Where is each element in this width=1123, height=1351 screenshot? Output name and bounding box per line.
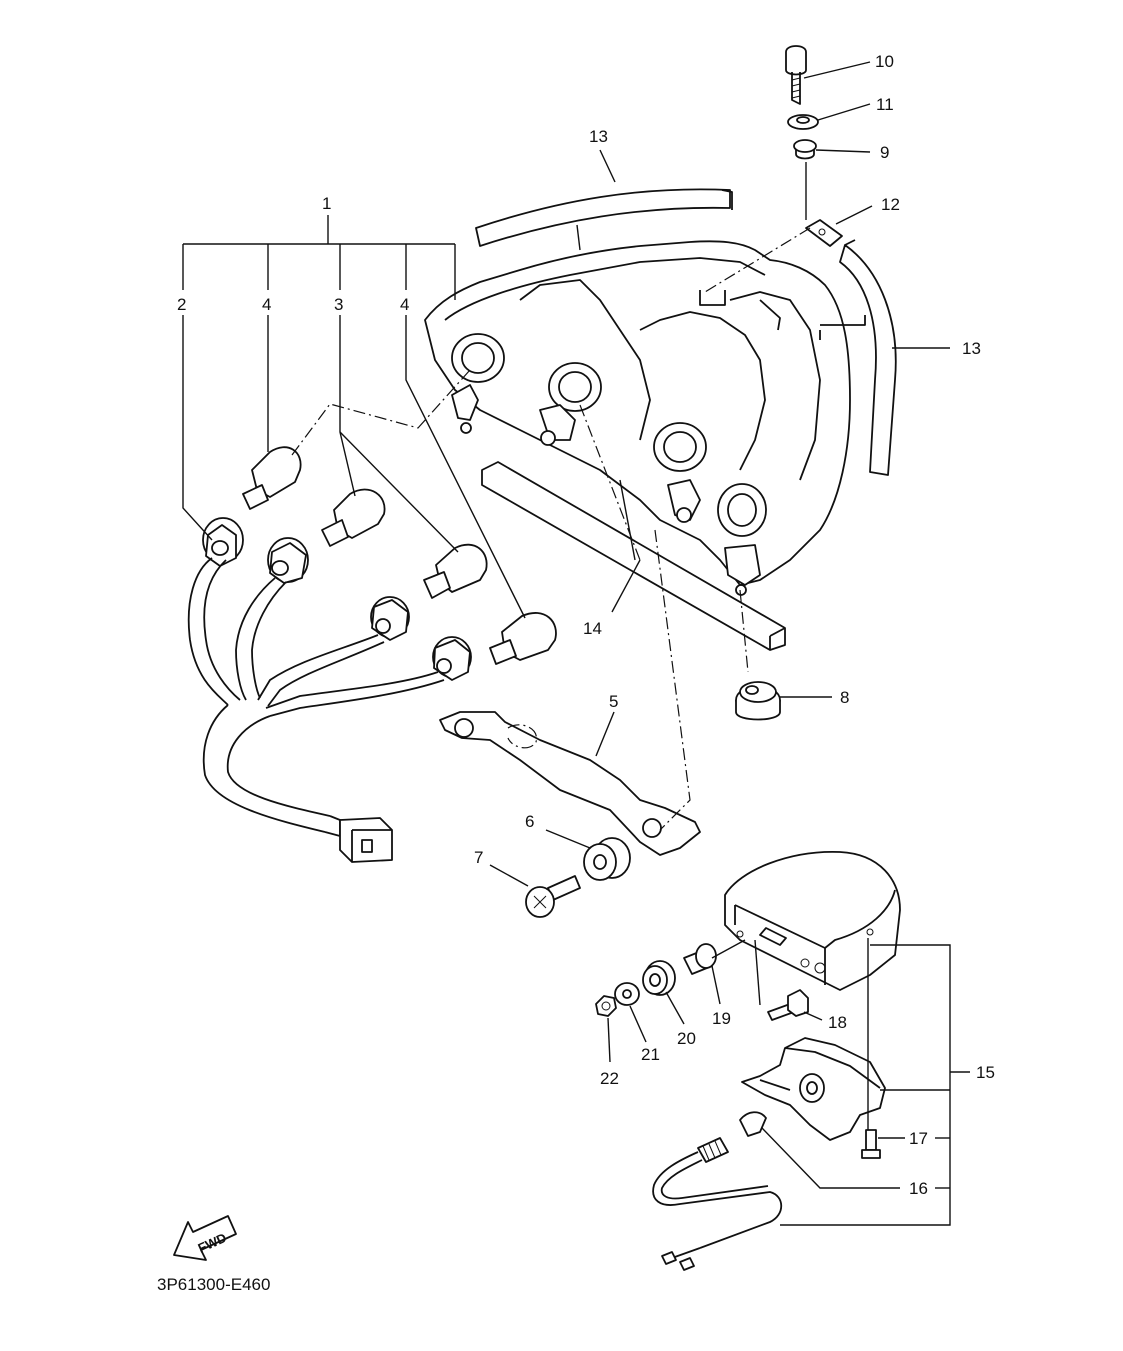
bolt-10 <box>785 45 807 105</box>
callout-9: 9 <box>880 143 889 162</box>
callout-18: 18 <box>828 1013 847 1032</box>
bulb-4-right-lower <box>489 612 557 665</box>
bulb-4-left <box>242 446 302 510</box>
screw-17 <box>861 1129 881 1159</box>
forward-direction-arrow-icon: FWD <box>173 1215 237 1261</box>
leader-lines <box>182 61 970 1226</box>
callout-14: 14 <box>583 619 602 638</box>
seal-strip-top <box>475 188 733 247</box>
callout-15: 15 <box>976 1063 995 1082</box>
callout-1: 1 <box>322 194 331 213</box>
socket-cable-16 <box>652 1137 783 1271</box>
callout-13-right: 13 <box>962 339 981 358</box>
collar-9 <box>793 139 817 160</box>
harness-connector <box>339 817 393 863</box>
socket-3 <box>267 537 309 584</box>
bolt-18 <box>767 989 809 1021</box>
seal-strip-bottom <box>481 461 786 651</box>
callout-3: 3 <box>334 295 343 314</box>
wire-harness <box>187 557 445 837</box>
callout-6: 6 <box>525 812 534 831</box>
callout-11: 11 <box>876 95 894 114</box>
callout-19: 19 <box>712 1009 731 1028</box>
callout-10: 10 <box>875 52 894 71</box>
callout-2: 2 <box>177 295 186 314</box>
callout-12: 12 <box>881 195 900 214</box>
socket-2 <box>202 517 244 567</box>
bulb-16 <box>739 1111 767 1137</box>
bulb-3 <box>321 488 386 547</box>
bushing-19 <box>683 943 717 975</box>
washer-11 <box>787 114 819 130</box>
callout-5: 5 <box>609 692 618 711</box>
grommet-6 <box>583 837 631 881</box>
socket-4-upper <box>370 596 410 641</box>
grommet-20 <box>642 960 676 996</box>
callout-16: 16 <box>909 1179 928 1198</box>
callout-8: 8 <box>840 688 849 707</box>
socket-4-lower <box>432 636 472 681</box>
washer-21 <box>614 982 640 1006</box>
callout-22: 22 <box>600 1069 619 1088</box>
license-light-cover <box>724 851 901 991</box>
bulb-4-right-upper <box>423 543 488 599</box>
callout-4-left: 4 <box>262 295 271 314</box>
tail-light-housing <box>424 240 866 596</box>
callout-4-right: 4 <box>400 295 409 314</box>
license-light-housing <box>741 1037 886 1141</box>
callout-7: 7 <box>474 848 483 867</box>
callout-13-top: 13 <box>589 127 608 146</box>
callout-17: 17 <box>909 1129 928 1148</box>
callout-21: 21 <box>641 1045 660 1064</box>
bracket-5 <box>439 711 701 856</box>
nut-22 <box>595 995 617 1017</box>
callout-20: 20 <box>677 1029 696 1048</box>
grommet-8 <box>735 681 781 721</box>
screw-7 <box>525 875 581 918</box>
diagram-code: 3P61300-E460 <box>157 1275 270 1294</box>
seal-strip-right <box>839 239 897 476</box>
callout-labels: 1 2 3 4 4 5 6 7 8 9 10 11 12 13 13 14 15… <box>177 52 995 1198</box>
nut-clip-12 <box>805 219 843 247</box>
